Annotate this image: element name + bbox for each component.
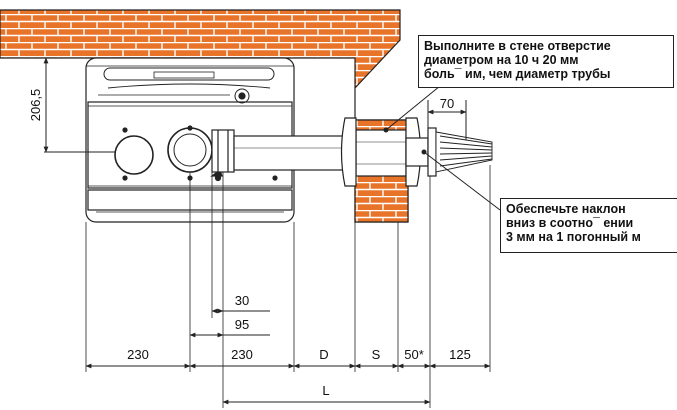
terminal-dimension bbox=[427, 100, 467, 140]
dim-S-label: S bbox=[372, 347, 381, 362]
dim-L-label: L bbox=[322, 383, 329, 398]
dim-230-boiler-label: 230 bbox=[127, 347, 149, 362]
flue-pipe bbox=[211, 117, 437, 187]
dim-125-label: 125 bbox=[449, 347, 471, 362]
wall-hole-note: Выполните в стене отверстие диаметром на… bbox=[418, 35, 674, 88]
wall-hole-leader bbox=[385, 85, 441, 131]
extension-lines bbox=[85, 165, 491, 408]
dim-30-label: 30 bbox=[235, 293, 249, 308]
offset-dimensions bbox=[189, 308, 270, 338]
dim-230-flue-label: 230 bbox=[231, 347, 253, 362]
dim-D-label: D bbox=[319, 347, 328, 362]
slope-leader-dot bbox=[421, 149, 427, 155]
flue-terminal bbox=[435, 131, 493, 173]
terminal-label: 70 bbox=[440, 96, 454, 111]
dim-50-label: 50* bbox=[404, 347, 424, 362]
wall-hole-leader-dot bbox=[383, 127, 389, 133]
height-label: 206,5 bbox=[28, 89, 43, 122]
dim-95-label: 95 bbox=[235, 317, 249, 332]
height-dimension bbox=[43, 57, 116, 153]
slope-leader bbox=[423, 151, 501, 211]
slope-note: Обеспечьте наклон вниз в соотно¯ ении 3 … bbox=[500, 198, 677, 253]
